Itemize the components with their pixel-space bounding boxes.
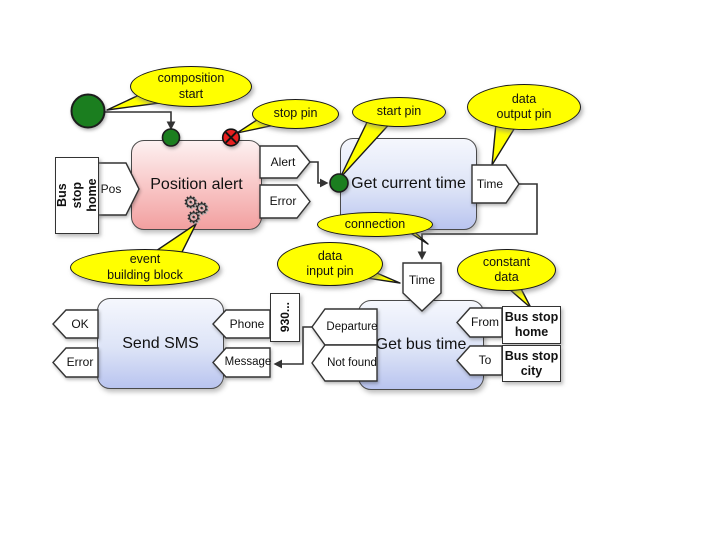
pin-label-time-in: Time xyxy=(408,273,436,287)
arrowheads xyxy=(166,121,427,369)
pin-label-pos: Pos xyxy=(100,182,122,196)
callout-start-pin: start pin xyxy=(352,97,446,127)
position-alert-start-pin-node[interactable] xyxy=(161,128,181,147)
const-text: Bus stop home xyxy=(54,178,99,213)
pin-label-phone: Phone xyxy=(229,317,265,331)
pin-not-found[interactable] xyxy=(311,344,378,382)
pin-ok[interactable] xyxy=(52,309,99,339)
get-current-time-start-pin-node[interactable] xyxy=(329,173,349,193)
pin-time-in[interactable] xyxy=(402,262,442,312)
pin-label-not-found: Not found xyxy=(327,357,377,369)
pin-label-from: From xyxy=(471,315,499,329)
gear-icon: ⚙ xyxy=(183,193,199,212)
pin-error-position-alert[interactable] xyxy=(259,184,311,219)
const-bus-stop-home[interactable]: Bus stop home xyxy=(502,306,561,344)
pin-time-out[interactable] xyxy=(471,164,520,204)
callout-data-output-pin: data output pin xyxy=(467,84,581,130)
const-text: Bus stop home xyxy=(504,310,559,339)
const-text: 930... xyxy=(277,302,292,333)
pins xyxy=(52,145,520,382)
pin-label-ok: OK xyxy=(71,317,89,331)
const-phone-number[interactable]: 930... xyxy=(270,293,300,342)
connection-start-to-position-alert[interactable] xyxy=(105,111,172,125)
pin-label-error-position-alert: Error xyxy=(269,194,297,208)
nodes xyxy=(70,93,349,193)
pin-label-time-out: Time xyxy=(476,177,504,191)
pin-label-alert: Alert xyxy=(270,155,296,169)
callout-data-input-pin: data input pin xyxy=(277,242,383,286)
callout-constant-data: constant data xyxy=(457,249,556,291)
gears-icon: ⚙ ⚙ ⚙ xyxy=(183,193,215,230)
gear-icon: ⚙ xyxy=(186,208,202,227)
const-text: Bus stop city xyxy=(504,348,559,378)
pin-label-departure: Departure xyxy=(326,321,378,333)
callout-event-building-block: event building block xyxy=(70,249,220,286)
arrowhead-down-icon xyxy=(166,121,176,130)
arrowhead-down-icon xyxy=(417,251,427,260)
pin-label-message: Message xyxy=(224,356,272,368)
pin-alert[interactable] xyxy=(259,145,311,179)
arrowhead-left-icon xyxy=(273,359,282,369)
pin-departure[interactable] xyxy=(311,308,378,346)
pin-message[interactable] xyxy=(212,347,271,378)
const-bus-stop-home-vertical[interactable]: Bus stop home xyxy=(55,157,99,234)
callout-stop-pin: stop pin xyxy=(252,99,339,129)
stop-x-icon xyxy=(225,131,237,144)
pin-label-error-send-sms: Error xyxy=(66,355,94,369)
pin-label-to: To xyxy=(478,353,492,367)
callout-connection: connection xyxy=(317,212,433,237)
composition-start-node[interactable] xyxy=(70,93,106,129)
pin-error-send-sms[interactable] xyxy=(52,347,99,378)
gear-icon: ⚙ xyxy=(194,199,210,218)
callout-composition-start: composition start xyxy=(130,66,252,107)
arrowhead-right-icon xyxy=(320,178,329,188)
const-bus-stop-city[interactable]: Bus stop city xyxy=(502,345,561,382)
connection-departure-to-message[interactable] xyxy=(278,326,312,365)
